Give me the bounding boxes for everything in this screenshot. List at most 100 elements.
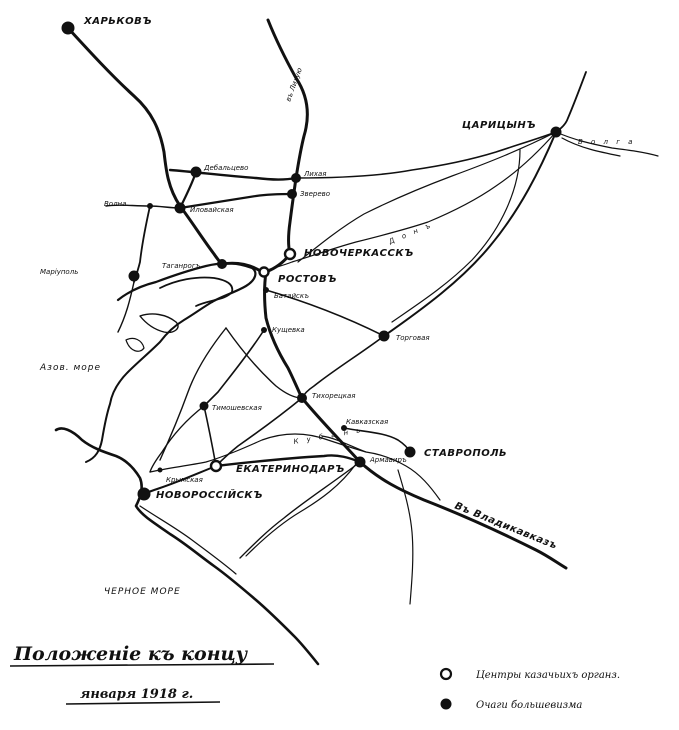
rail-taganrog-rostov <box>220 261 264 274</box>
rail-west-coast <box>117 281 135 333</box>
azov-south-coast <box>85 301 213 463</box>
label-kavkazskaya: Кавказская <box>346 418 388 426</box>
label-tikhoretskaya: Тихорецкая <box>312 392 356 400</box>
label-bataysk: Батайскъ <box>274 292 309 300</box>
station-marker-taganrog <box>217 259 227 269</box>
map-date: января 1918 г. <box>80 687 193 702</box>
sea-label-layer: Азов. море ЧЕРНОЕ МОРЕ <box>39 363 181 597</box>
label-yekaterinodar: ЕКАТЕРИНОДАРЪ <box>236 464 345 475</box>
station-marker-kushchevka <box>261 327 267 333</box>
station-marker-ilovaiskaya <box>174 202 186 214</box>
rail-ilovaisk-zverevo <box>178 192 294 210</box>
city-marker-armavir <box>354 456 366 468</box>
label-stavropol: СТАВРОПОЛЬ <box>424 448 507 459</box>
station-marker-likhaya <box>291 173 301 183</box>
rail-yekaterinodar-kavkazskaya <box>214 454 362 468</box>
label-torgovaya: Торговая <box>396 334 430 342</box>
rail-mariupol <box>133 205 151 283</box>
map-date-underline <box>65 701 221 705</box>
rail-rostov-tikhoretskaya <box>263 270 304 400</box>
rail-torgovaya-tikhoretskaya <box>301 335 385 399</box>
label-likhaya: Лихая <box>303 170 326 178</box>
river-steppe-1 <box>297 131 557 263</box>
rail-bataysk-torgovaya <box>265 289 385 337</box>
legend: Центры казачьихъ органз. Очаги большевиз… <box>439 667 620 711</box>
river-south-1 <box>397 469 414 605</box>
river-steppe-2 <box>391 149 521 323</box>
label-azov-sea: Азов. море <box>39 363 101 373</box>
legend-open-circle-icon <box>439 667 453 681</box>
river-kuban <box>149 433 441 501</box>
legend-label-bolshevik-foci: Очаги большевизма <box>476 700 582 711</box>
rail-tikhoretskaya-yekaterinodar <box>215 397 303 467</box>
cossack-centres-layer <box>209 247 297 473</box>
station-label-layer: Дебальцево Лихая Зверево Иловайская Волн… <box>104 164 430 484</box>
label-ilovaiskaya: Иловайская <box>190 206 234 214</box>
rail-west-kuban <box>159 327 227 461</box>
label-armavir: Армавиръ <box>369 456 407 464</box>
label-timoshevskaya: Тимошевская <box>212 404 262 412</box>
rail-kharkov-taganrog <box>66 26 224 266</box>
rail-timoshevskaya-coast <box>149 405 205 473</box>
city-marker-yekaterinodar <box>209 459 223 473</box>
city-marker-mariupol <box>128 270 140 282</box>
station-marker-kavkazskaya <box>341 425 347 431</box>
legend-item-cossack-centres: Центры казачьихъ органз. <box>439 667 620 681</box>
label-krymskaya: Крымская <box>166 476 203 484</box>
legend-filled-circle-icon <box>440 698 452 710</box>
rail-tikhoretskaya-vladikavkaz <box>300 396 568 570</box>
label-rostov: РОСТОВЪ <box>278 274 337 285</box>
station-marker-zverevo <box>287 189 297 199</box>
bolshevik-foci-layer <box>61 21 562 501</box>
label-don: Д о н ъ <box>387 221 434 246</box>
label-novorossiysk: НОВОРОССІЙСКЪ <box>156 488 263 501</box>
label-kushchevka: Кущевка <box>272 326 305 334</box>
label-kharkov: ХАРЬКОВЪ <box>83 16 152 27</box>
river-volga-delta-2 <box>561 137 621 157</box>
rail-north-likhaya <box>266 18 309 256</box>
river-volga <box>555 71 587 133</box>
label-zverevo: Зверево <box>300 190 330 198</box>
station-marker-timoshevskaya <box>199 401 209 411</box>
rail-likhaya-tsaritsyn <box>295 131 557 179</box>
label-volnovakha: Волна <box>104 200 126 208</box>
map-title-underline <box>9 663 275 667</box>
city-label-layer: ХАРЬКОВЪ ЦАРИЦЫНЪ НОВОЧЕРКАССКЪ РОСТОВЪ … <box>40 16 536 501</box>
city-marker-kharkov <box>61 21 75 35</box>
label-debaltsevo: Дебальцево <box>203 164 248 172</box>
rail-cross-kushchevka <box>225 327 303 399</box>
rail-kushchevka-timoshevskaya <box>203 329 265 407</box>
river-volga-delta <box>555 131 659 157</box>
taganrog-bay <box>159 276 234 307</box>
azov-lagoon <box>139 313 179 334</box>
black-sea-coast-inner <box>139 505 237 575</box>
map-title-block: Положеніе къ концу января 1918 г. <box>9 643 275 705</box>
city-marker-novocherkassk <box>283 247 297 261</box>
label-tsaritsyn: ЦАРИЦЫНЪ <box>462 120 536 131</box>
azov-lagoon-2 <box>125 337 145 352</box>
city-marker-tsaritsyn <box>550 126 562 138</box>
label-black-sea: ЧЕРНОЕ МОРЕ <box>104 587 181 597</box>
rail-timoshevskaya-yekaterinodar <box>203 405 217 467</box>
rail-debaltsevo-ilovaisk <box>178 170 198 210</box>
river-don <box>261 131 557 273</box>
city-marker-rostov <box>258 266 270 278</box>
legend-label-cossack-centres: Центры казачьихъ органз. <box>476 670 620 681</box>
legend-item-bolshevik-foci: Очаги большевизма <box>440 698 582 711</box>
map-title: Положеніе къ концу <box>13 643 249 665</box>
rail-tsaritsyn-torgovaya <box>383 131 557 337</box>
city-marker-novorossiysk <box>137 487 151 501</box>
river-south-2 <box>245 463 357 557</box>
label-volga: В о л г а <box>578 138 635 146</box>
label-novocherkassk: НОВОЧЕРКАССКЪ <box>304 248 414 259</box>
city-marker-stavropol <box>404 446 416 458</box>
black-sea-coast <box>54 427 320 666</box>
station-marker-debaltsevo <box>190 166 202 178</box>
rail-volnovakha-west <box>105 204 151 207</box>
label-to-vladikavkaz: Въ Владикавказъ <box>453 501 559 552</box>
station-marker-tikhoretskaya <box>297 393 307 403</box>
station-marker-bataysk <box>263 287 269 293</box>
station-marker-krymskaya <box>157 467 163 473</box>
station-marker-torgovaya <box>378 330 390 342</box>
